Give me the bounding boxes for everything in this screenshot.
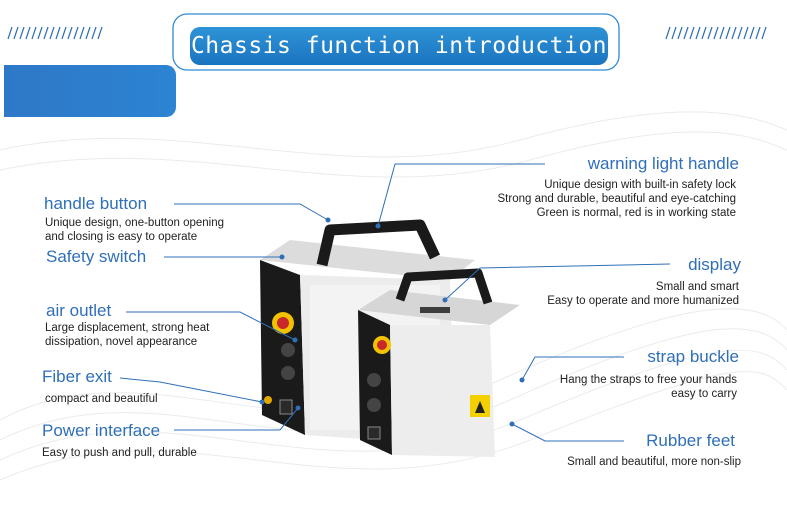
handle-button-desc-1: Unique design, one-button opening — [45, 217, 225, 229]
hatch-decoration-left — [7, 26, 103, 40]
rubber-feet-title: Rubber feet — [646, 431, 735, 450]
power-interface-title: Power interface — [42, 421, 161, 440]
side-accent-bar — [4, 65, 176, 117]
air-outlet-icon — [281, 343, 295, 380]
handle-button-title: handle button — [44, 194, 148, 213]
warning-light-handle-desc-1: Unique design with built-in safety lock — [544, 179, 736, 191]
page-title-text: Chassis function introduction — [190, 33, 608, 59]
handle-button-desc-2: and closing is easy to operate — [45, 231, 198, 243]
warning-light-handle-title: warning light handle — [587, 154, 739, 173]
strap-buckle-desc-1: Hang the straps to free your hands — [559, 374, 737, 386]
air-outlet-desc-1: Large displacement, strong heat — [45, 322, 210, 334]
display-desc-1: Small and smart — [655, 281, 739, 293]
display-title: display — [688, 255, 741, 274]
strap-buckle-desc-2: easy to carry — [671, 388, 737, 400]
fiber-exit-desc: compact and beautiful — [45, 393, 158, 405]
air-outlet-title: air outlet — [46, 301, 112, 320]
power-interface-icon — [279, 399, 293, 415]
laser-chassis-illustration — [260, 219, 520, 457]
safety-switch-title: Safety switch — [46, 247, 147, 266]
fiber-exit-icon — [264, 396, 272, 404]
air-outlet-desc-2: dissipation, novel appearance — [45, 336, 198, 348]
fiber-exit-title: Fiber exit — [42, 367, 112, 386]
warning-light-handle-desc-2: Strong and durable, beautiful and eye-ca… — [497, 193, 736, 205]
page-title: Chassis function introduction — [190, 27, 608, 65]
rubber-feet-desc: Small and beautiful, more non-slip — [567, 456, 741, 468]
display-panel — [420, 307, 450, 313]
hatch-decoration-right — [665, 26, 767, 40]
strap-buckle-title: strap buckle — [647, 347, 739, 366]
small-chassis — [358, 268, 520, 457]
warning-light-handle-desc-3: Green is normal, red is in working state — [536, 207, 736, 219]
display-desc-2: Easy to operate and more humanized — [547, 295, 739, 307]
power-interface-desc: Easy to push and pull, durable — [42, 447, 197, 459]
title-frame — [172, 13, 620, 71]
